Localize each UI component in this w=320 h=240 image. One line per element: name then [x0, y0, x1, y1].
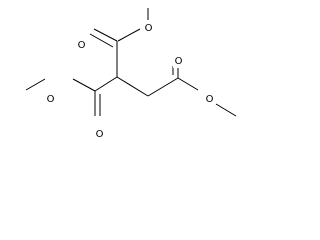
- structural-formula: O O O O O O: [25, 8, 237, 140]
- atom-o-top: O: [143, 20, 154, 34]
- bond-o-right-to-methyl: [215, 103, 237, 117]
- atom-label-o-left: O: [47, 94, 55, 105]
- bond-ch-to-ch2: [116, 76, 149, 97]
- bond-ch-to-left-carbonyl: [94, 76, 118, 92]
- atom-o-right: O: [204, 92, 215, 105]
- atom-labels: O O O O O O: [45, 20, 215, 140]
- bond-carbonyl-top-double-a: [93, 28, 118, 42]
- atom-o-left: O: [45, 92, 56, 105]
- atom-o-top-carbonyl: O: [76, 39, 87, 52]
- atom-o-right-carbonyl: O: [173, 55, 184, 68]
- atom-label-o-right: O: [206, 94, 214, 105]
- atom-label-o-left-carbonyl: O: [96, 129, 104, 140]
- atom-label-o-top-carbonyl: O: [78, 40, 86, 51]
- bond-left-carbonyl-to-o: [72, 78, 96, 92]
- bond-o-top-to-carbonyl: [117, 28, 141, 42]
- atom-label-o-right-carbonyl: O: [175, 56, 183, 67]
- bond-carbonyl-top-double-b: [89, 33, 114, 48]
- bond-o-left-to-methyl: [25, 78, 46, 91]
- bond-ch2-to-right-carbonyl: [147, 77, 179, 97]
- bond-right-carbonyl-to-o: [177, 77, 199, 91]
- atom-label-o-top: O: [145, 23, 153, 34]
- atom-o-left-carbonyl: O: [94, 126, 105, 140]
